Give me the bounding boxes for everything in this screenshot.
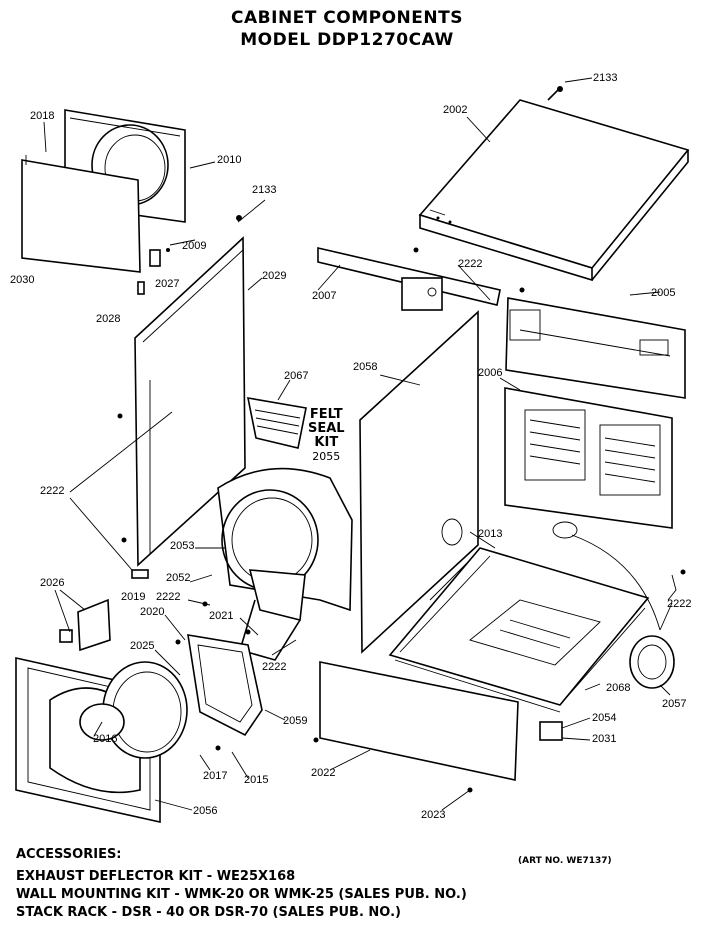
- door-gasket-2059: [187, 634, 263, 737]
- felt-seal-kit-label: FELT SEAL KIT 2055: [308, 408, 345, 464]
- screws: [117, 247, 686, 793]
- callout-2133: 2133: [252, 184, 277, 196]
- callout-2056: 2056: [193, 805, 218, 817]
- callout-2013: 2013: [478, 528, 503, 540]
- felt-seal-number: 2055: [312, 450, 341, 463]
- callout-2002: 2002: [443, 104, 468, 116]
- bulkhead-2053: [217, 467, 353, 661]
- callout-2029: 2029: [262, 270, 287, 282]
- accessories-heading: ACCESSORIES:: [16, 847, 122, 862]
- callout-2015: 2015: [244, 774, 269, 786]
- diagram-title: CABINET COMPONENTS: [231, 8, 463, 28]
- base-2013: [388, 547, 650, 713]
- callout-2030: 2030: [10, 274, 35, 286]
- callout-2017: 2017: [203, 770, 228, 782]
- callout-2027: 2027: [155, 278, 180, 290]
- callout-2222: 2222: [262, 661, 287, 673]
- callout-2010: 2010: [217, 154, 242, 166]
- callout-2222: 2222: [458, 258, 483, 270]
- callout-2009: 2009: [182, 240, 207, 252]
- callout-2019: 2019: [121, 591, 146, 603]
- callout-2133: 2133: [593, 72, 618, 84]
- back-panel-2006: [504, 387, 673, 539]
- callout-2054: 2054: [592, 712, 617, 724]
- art-number: (ART NO. WE7137): [518, 856, 612, 866]
- callout-2020: 2020: [140, 606, 165, 618]
- hinge-2026: [59, 598, 111, 652]
- callout-2026: 2026: [40, 577, 65, 589]
- screw-2133-top: [547, 86, 563, 101]
- accessories-list: ACCESSORIES: EXHAUST DEFLECTOR KIT - WE2…: [16, 846, 467, 922]
- callout-2222: 2222: [156, 591, 181, 603]
- callout-2023: 2023: [421, 809, 446, 821]
- callout-2005: 2005: [651, 287, 676, 299]
- callout-2058: 2058: [353, 361, 378, 373]
- accessory-item: WALL MOUNTING KIT - WMK-20 OR WMK-25 (SA…: [16, 887, 467, 902]
- bracket-2007: [317, 246, 501, 311]
- callout-2018: 2018: [30, 110, 55, 122]
- accessory-item: STACK RACK - DSR - 40 OR DSR-70 (SALES P…: [16, 905, 401, 920]
- callout-2052: 2052: [166, 572, 191, 584]
- callout-2016: 2016: [93, 733, 118, 745]
- callout-2006: 2006: [478, 367, 503, 379]
- felt-seal-line3: KIT: [314, 435, 339, 450]
- callout-2059: 2059: [283, 715, 308, 727]
- motor-2057: [571, 534, 677, 689]
- callout-2007: 2007: [312, 290, 337, 302]
- callout-2028: 2028: [96, 313, 121, 325]
- toe-panel-2022: [319, 661, 519, 781]
- callout-2057: 2057: [662, 698, 687, 710]
- callout-2021: 2021: [209, 610, 234, 622]
- side-panel-right-2058: [359, 310, 479, 654]
- side-panel-left-2029: [131, 236, 246, 579]
- lint-filter-2067: [246, 397, 307, 449]
- callout-2053: 2053: [170, 540, 195, 552]
- leader-lines: [54, 77, 673, 811]
- felt-seal-line1: FELT: [309, 407, 343, 422]
- felt-seal-line2: SEAL: [308, 421, 345, 436]
- callout-2222: 2222: [40, 485, 65, 497]
- callout-2222: 2222: [667, 598, 692, 610]
- accessory-item: EXHAUST DEFLECTOR KIT - WE25X168: [16, 869, 296, 884]
- control-panel-2005: [505, 297, 686, 399]
- callout-2031: 2031: [592, 733, 617, 745]
- callout-2022: 2022: [311, 767, 336, 779]
- callout-2068: 2068: [606, 682, 631, 694]
- top-panel-2002: [418, 99, 690, 282]
- callout-2025: 2025: [130, 640, 155, 652]
- callout-2067: 2067: [284, 370, 309, 382]
- model-number: MODEL DDP1270CAW: [240, 30, 454, 50]
- switch-2054: [539, 721, 563, 741]
- access-cover-2030: [21, 155, 141, 273]
